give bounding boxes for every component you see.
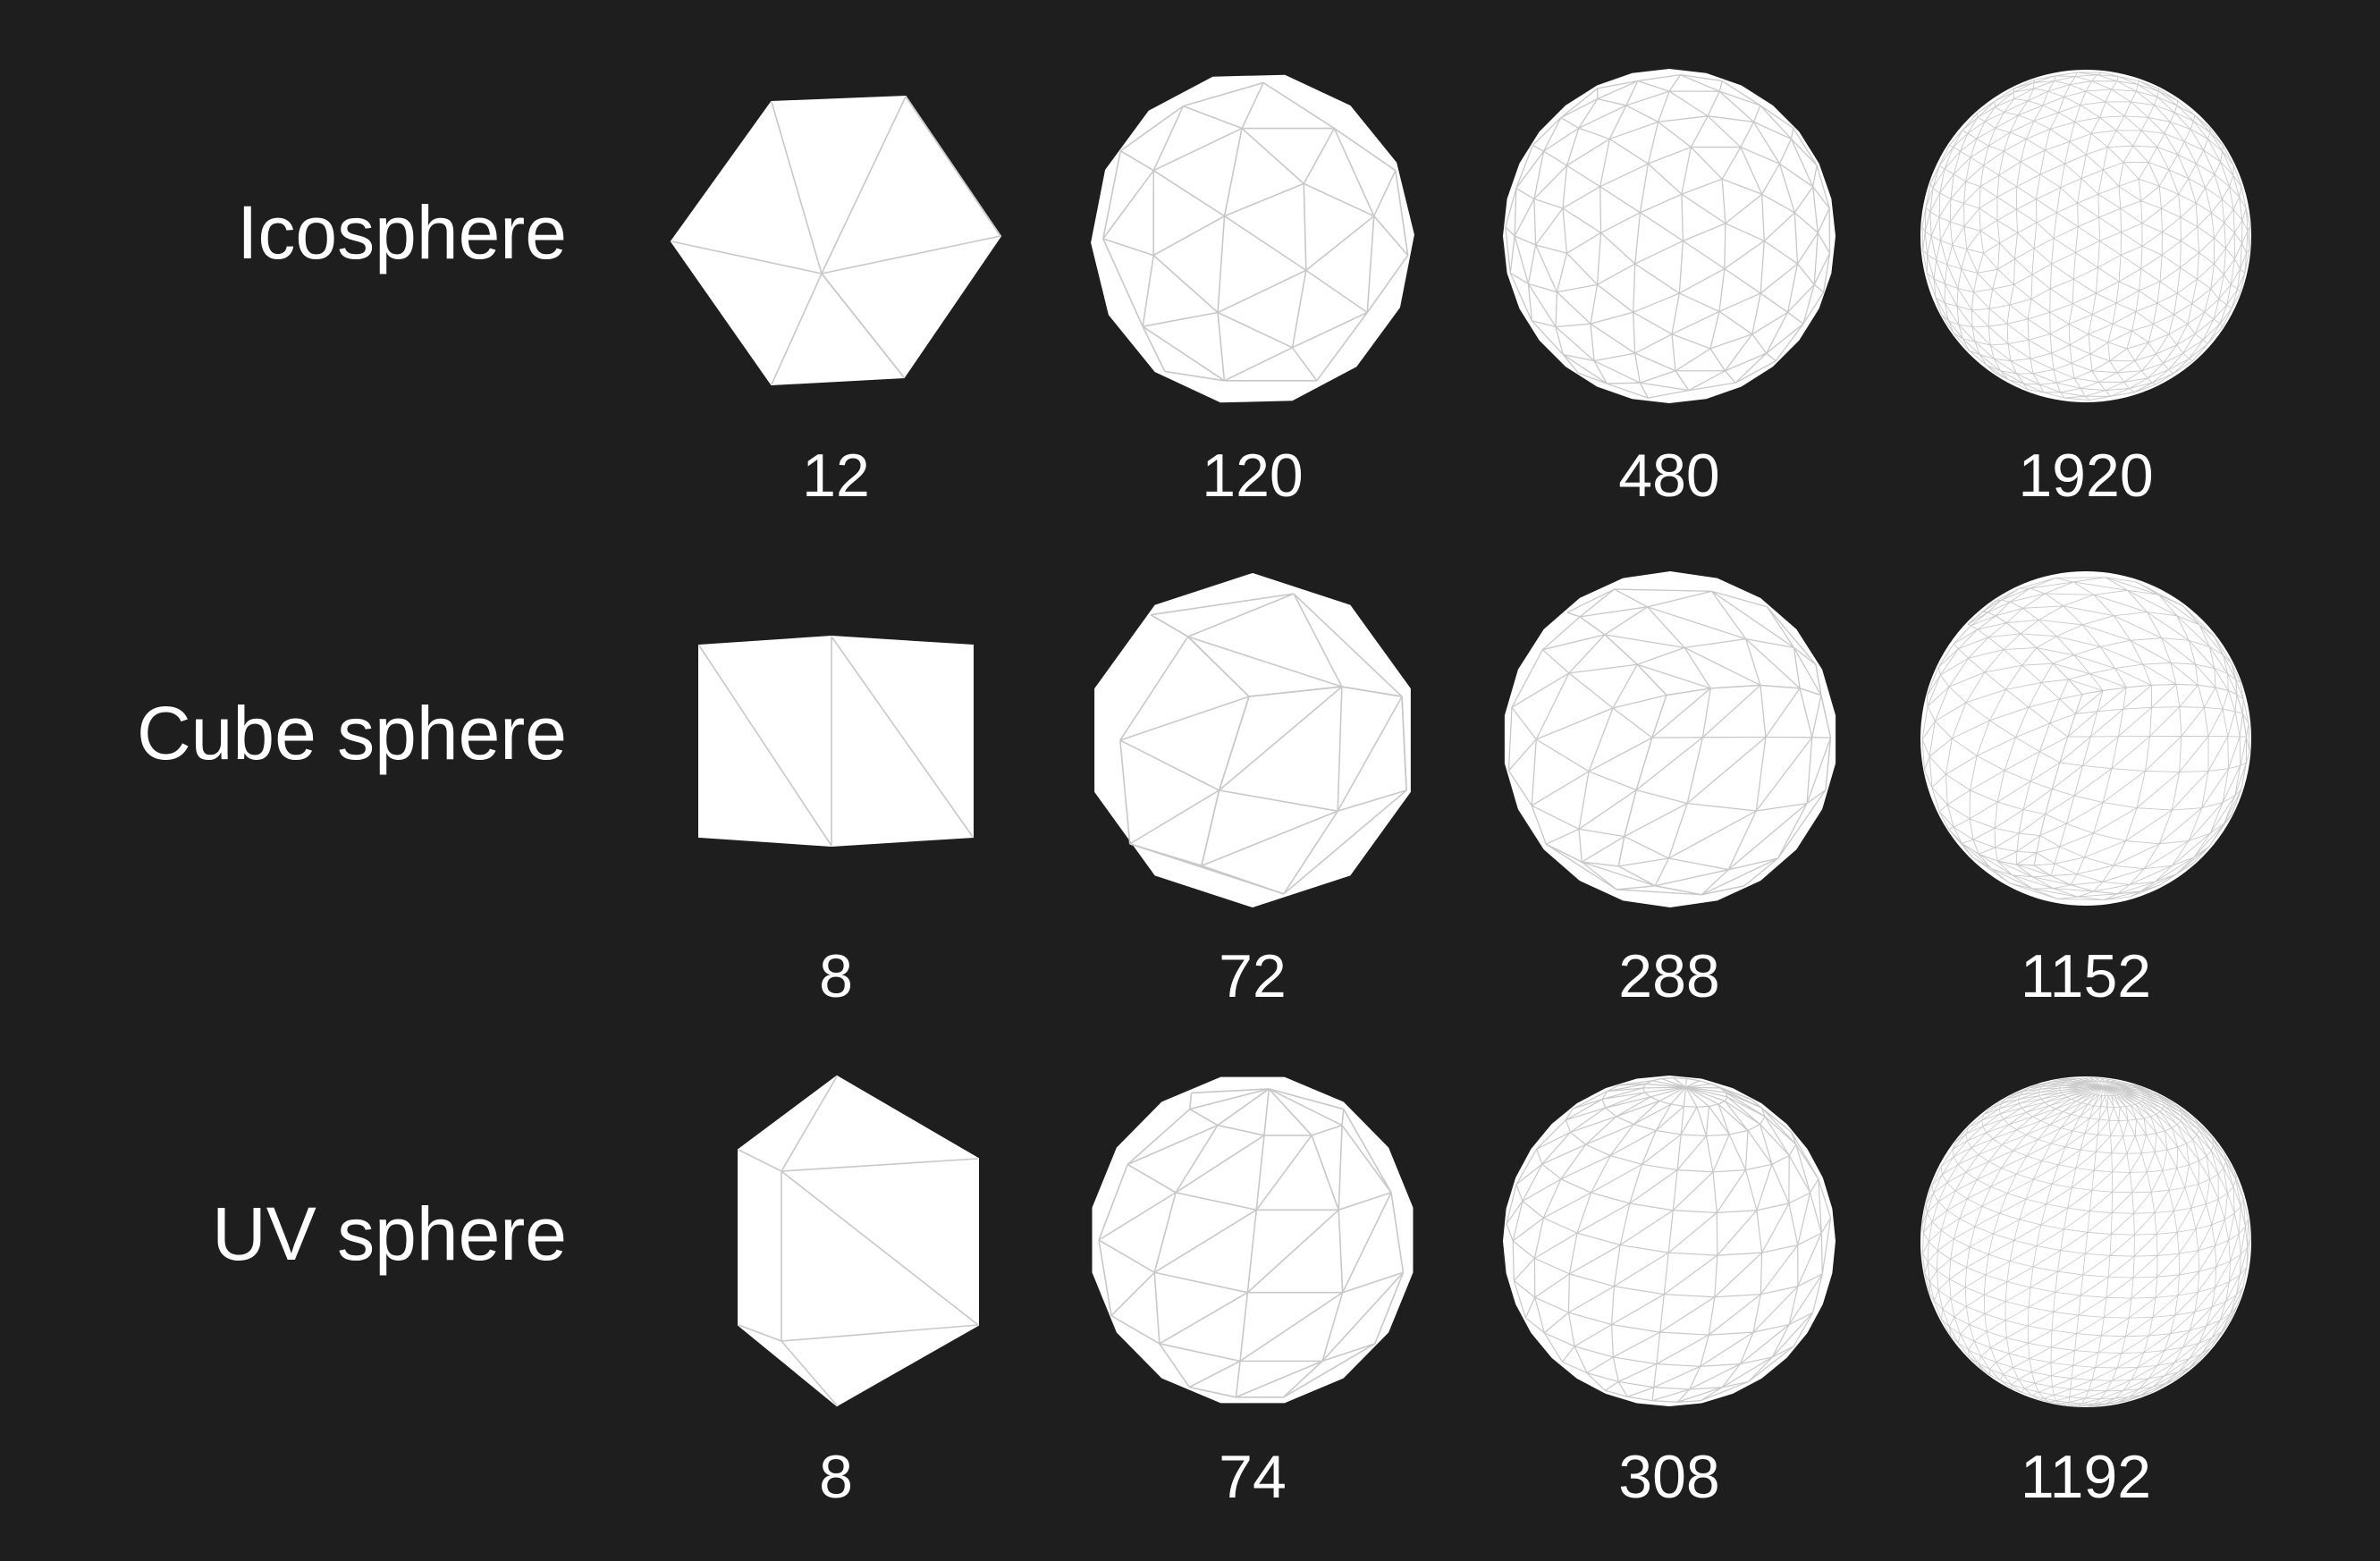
icosphere-lod-3 bbox=[1502, 68, 1836, 404]
count-cube-sphere-3: 288 bbox=[1618, 942, 1720, 1010]
cube-sphere-lod-3 bbox=[1504, 570, 1836, 908]
count-cube-sphere-1: 8 bbox=[819, 942, 853, 1010]
count-icosphere-1: 12 bbox=[802, 442, 870, 510]
uv-sphere-lod-1 bbox=[738, 1075, 979, 1407]
uv-sphere-lod-4 bbox=[1920, 1076, 2251, 1407]
count-uv-sphere-4: 1192 bbox=[2020, 1443, 2152, 1511]
icosphere-lod-1 bbox=[670, 95, 1002, 386]
row-label-cube-sphere: Cube sphere bbox=[137, 691, 567, 775]
count-icosphere-4: 1920 bbox=[2018, 442, 2154, 510]
count-uv-sphere-1: 8 bbox=[819, 1443, 853, 1511]
count-uv-sphere-3: 308 bbox=[1618, 1443, 1720, 1511]
count-cube-sphere-4: 1152 bbox=[2020, 942, 2152, 1010]
cube-sphere-lod-4 bbox=[1920, 571, 2251, 906]
cube-sphere-lod-2 bbox=[1094, 572, 1411, 908]
uv-sphere-lod-3 bbox=[1502, 1075, 1836, 1407]
cube-sphere-lod-1 bbox=[698, 635, 974, 848]
count-cube-sphere-2: 72 bbox=[1219, 942, 1287, 1010]
uv-sphere-lod-2 bbox=[1092, 1076, 1414, 1404]
icosphere-lod-2 bbox=[1091, 74, 1414, 403]
row-label-uv-sphere: UV sphere bbox=[212, 1192, 567, 1276]
icosphere-lod-4 bbox=[1920, 70, 2251, 402]
count-uv-sphere-2: 74 bbox=[1219, 1443, 1287, 1511]
count-icosphere-3: 480 bbox=[1618, 442, 1720, 510]
row-label-icosphere: Icosphere bbox=[237, 190, 567, 274]
count-icosphere-2: 120 bbox=[1202, 442, 1304, 510]
